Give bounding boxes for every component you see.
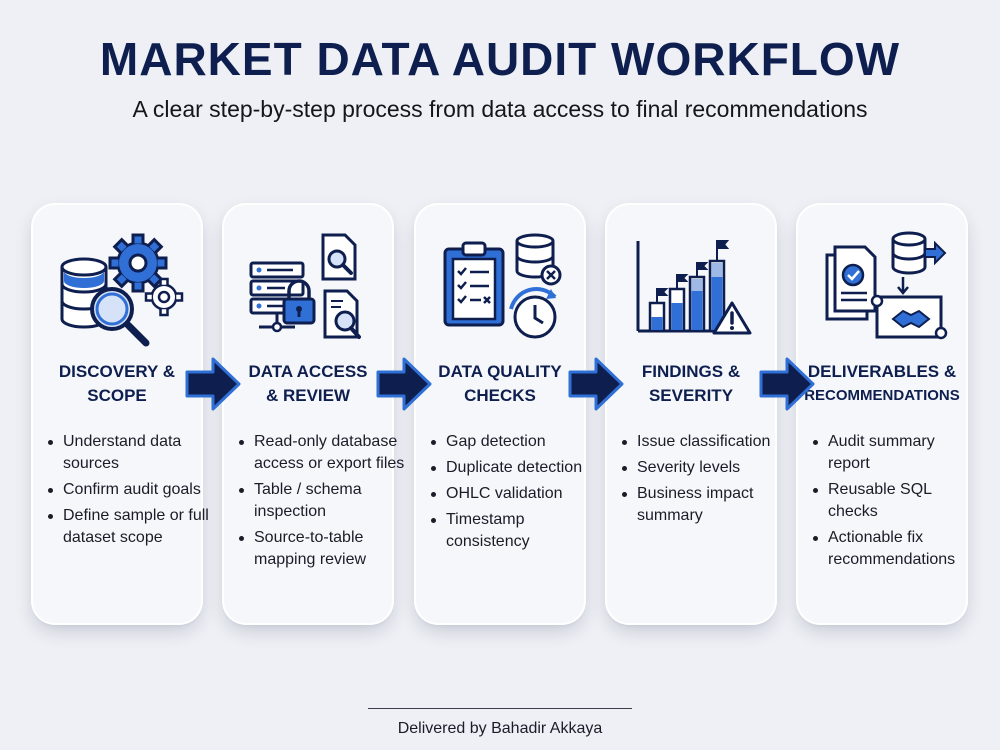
server-lock-documents-icon [233,227,383,347]
report-handshake-icon [807,227,957,347]
step-card-discovery: DISCOVERY & SCOPE Understand data source… [33,205,209,623]
step-title: DATA QUALITY CHECKS [438,362,562,405]
footer-divider [368,708,632,709]
arrow-right-icon [758,356,816,412]
step-bullets: Read-only database access or export file… [236,431,406,575]
list-item: Duplicate detection [431,457,598,479]
list-item: Severity levels [622,457,789,479]
database-search-gears-icon [42,227,192,347]
step-card-data-access: DATA ACCESS & REVIEW Read-only database … [224,205,404,623]
step-bullets: Gap detection Duplicate detection OHLC v… [428,431,598,557]
clipboard-database-clock-icon [425,227,575,347]
list-item: Source-to-table mapping review [239,527,406,571]
list-item: Confirm audit goals [48,479,215,501]
footer-credit: Delivered by Bahadir Akkaya [397,720,603,737]
arrow-right-icon [567,356,625,412]
list-item: Audit summary report [813,431,980,475]
list-item: Define sample or full dataset scope [48,505,215,549]
step-title: FINDINGS & SEVERITY [641,362,741,405]
step-card-deliverables: DELIVERABLES & RECOMMENDATIONS Audit sum… [798,205,966,623]
list-item: Read-only database access or export file… [239,431,406,475]
step-card-findings: FINDINGS & SEVERITY Issue classification… [607,205,775,623]
list-item: Reusable SQL checks [813,479,980,523]
step-bullets: Understand data sources Confirm audit go… [45,431,215,553]
list-item: Table / schema inspection [239,479,406,523]
list-item: Timestamp consistency [431,509,598,553]
arrow-right-icon [184,356,242,412]
list-item: OHLC validation [431,483,598,505]
list-item: Business impact summary [622,483,789,527]
bar-chart-warning-icon [616,227,766,347]
arrow-right-icon [375,356,433,412]
list-item: Issue classification [622,431,789,453]
step-card-data-quality: DATA QUALITY CHECKS Gap detection Duplic… [416,205,584,623]
list-item: Gap detection [431,431,598,453]
page-subtitle: A clear step-by-step process from data a… [132,96,868,122]
step-title: DELIVERABLES & RECOMMENDATIONS [804,362,960,404]
step-bullets: Issue classification Severity levels Bus… [619,431,789,531]
list-item: Actionable fix recommendations [813,527,980,571]
step-bullets: Audit summary report Reusable SQL checks… [810,431,980,575]
page-title: MARKET DATA AUDIT WORKFLOW [99,33,901,85]
step-title: DISCOVERY & SCOPE [58,362,176,405]
step-title: DATA ACCESS & REVIEW [248,362,368,405]
list-item: Understand data sources [48,431,215,475]
